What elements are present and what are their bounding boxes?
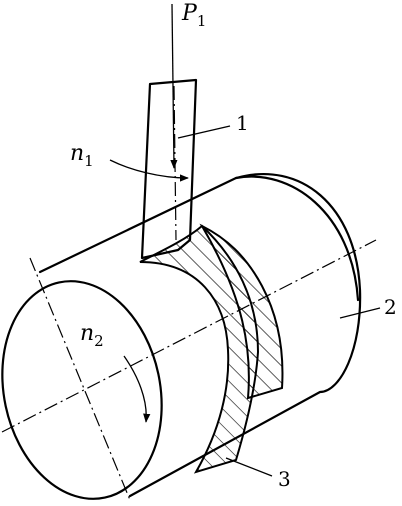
part-label-3: 3 bbox=[278, 467, 291, 491]
workpiece-speed-label: n2 bbox=[80, 321, 104, 350]
leader-2 bbox=[339, 307, 381, 319]
part-label-2: 2 bbox=[384, 295, 397, 319]
tool-bar bbox=[140, 78, 198, 260]
workpiece-end-face bbox=[1, 280, 163, 500]
force-arrow bbox=[170, 3, 178, 169]
hatched-zone bbox=[139, 223, 284, 474]
force-label: P1 bbox=[181, 1, 206, 30]
cylinder-axis bbox=[1, 239, 377, 433]
tool-speed-label: n1 bbox=[70, 141, 94, 170]
leader-1 bbox=[177, 125, 231, 139]
part-label-1: 1 bbox=[236, 111, 249, 135]
end-face-diameter bbox=[29, 257, 131, 501]
leader-3 bbox=[225, 457, 273, 477]
workpiece-rotation-arrow bbox=[123, 355, 151, 423]
tool-rotation-arrow bbox=[109, 159, 189, 182]
workpiece-cylinder bbox=[38, 173, 362, 498]
